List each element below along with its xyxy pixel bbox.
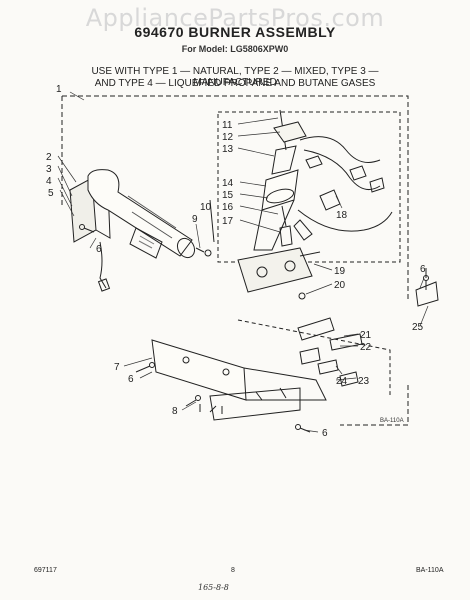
callout-1: 1	[56, 84, 62, 95]
watermark: AppliancePartsPros.com	[85, 4, 385, 32]
frame-top-right	[62, 95, 409, 300]
callout-7: 7	[114, 362, 120, 373]
orifice-parts	[297, 317, 363, 387]
footer-drawing-code: BA-110A	[416, 567, 444, 574]
usage-line-1: USE WITH TYPE 1 — NATURAL, TYPE 2 — MIXE…	[91, 66, 379, 88]
callout-6a: 6	[96, 244, 102, 255]
callout-12: 12	[222, 132, 234, 143]
callout-5: 5	[48, 188, 54, 199]
callout-16: 16	[222, 202, 234, 213]
burner-tube	[87, 169, 212, 259]
callout-24: 24	[336, 376, 348, 387]
callout-6c: 6	[420, 264, 426, 275]
callout-11: 11	[222, 120, 233, 131]
footer-page-number: 8	[231, 567, 235, 574]
handwritten-note: 165-8-8	[198, 583, 229, 592]
callout-3: 3	[46, 164, 52, 175]
frame-bottom-right	[340, 385, 409, 426]
callout-6b: 6	[128, 374, 134, 385]
callout-20: 20	[334, 280, 346, 291]
leader-lines	[57, 91, 429, 433]
callout-6d: 6	[322, 428, 328, 439]
wire-harness	[293, 136, 393, 241]
model-line: For Model: LG5806XPW0	[181, 44, 289, 54]
callout-10: 10	[200, 202, 212, 213]
callout-25: 25	[412, 322, 424, 333]
frame-lower	[237, 319, 391, 395]
callout-13: 13	[222, 144, 234, 155]
footer-part-number: 697117	[34, 567, 57, 574]
ignitor-column	[253, 109, 307, 251]
callout-17: 17	[222, 216, 234, 227]
support-bracket	[151, 339, 327, 421]
callout-21: 21	[360, 330, 372, 341]
callout-9: 9	[192, 214, 198, 225]
callout-8: 8	[172, 406, 178, 417]
drawing-code: BA-110A	[380, 418, 404, 424]
callout-22: 22	[360, 342, 372, 353]
callout-14: 14	[222, 178, 234, 189]
callout-19: 19	[334, 266, 346, 277]
usage-line-2: AND TYPE 4 — LIQUEFIED PROPANE AND BUTAN…	[94, 78, 376, 89]
callout-15: 15	[222, 190, 234, 201]
page-title: 694670 BURNER ASSEMBLY	[134, 24, 336, 40]
rating-plate	[129, 227, 163, 259]
frame-inner	[217, 111, 401, 263]
callout-2: 2	[46, 152, 52, 163]
callout-23: 23	[358, 376, 370, 387]
clip-bracket	[415, 275, 439, 307]
screws	[79, 224, 427, 433]
callout-18: 18	[336, 210, 348, 221]
gas-valve	[237, 247, 321, 300]
callout-4: 4	[46, 176, 52, 187]
